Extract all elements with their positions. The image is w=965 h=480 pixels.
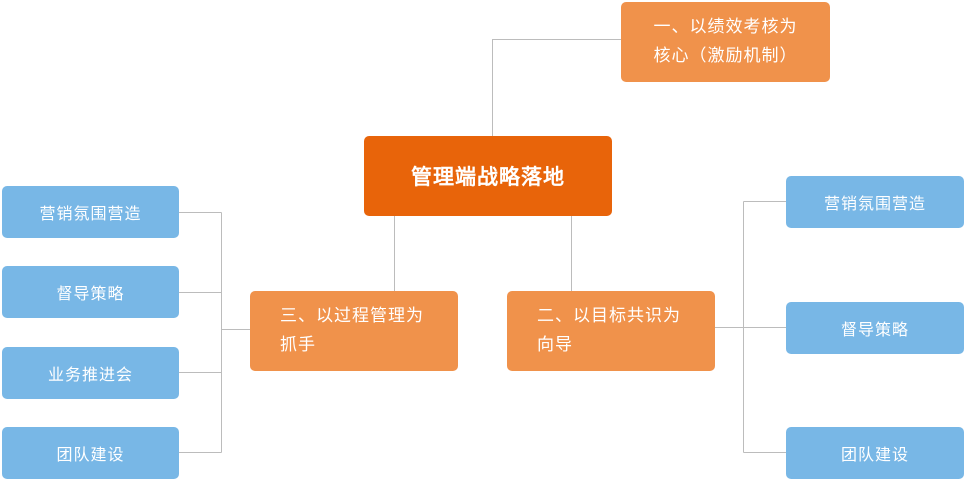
left-item-2-label: 督导策略 (56, 284, 125, 303)
branch-left-node: 三、以过程管理为 抓手 (250, 291, 458, 371)
left-item-3-label: 业务推进会 (47, 365, 133, 384)
right-item-3: 团队建设 (786, 427, 964, 479)
left-item-1-label: 营销氛围营造 (39, 204, 142, 223)
left-item-3: 业务推进会 (2, 347, 179, 399)
root-node: 管理端战略落地 (364, 136, 612, 216)
left-item-4: 团队建设 (2, 427, 179, 479)
left-item-2: 督导策略 (2, 266, 179, 318)
right-item-3-label: 团队建设 (840, 445, 909, 464)
left-item-4-label: 团队建设 (56, 445, 125, 464)
right-item-2: 督导策略 (786, 302, 964, 354)
right-item-1: 营销氛围营造 (786, 176, 964, 228)
branch-top-line1: 一、以绩效考核为 (653, 17, 798, 37)
branch-right-line2: 向导 (537, 335, 573, 355)
branch-right-line1: 二、以目标共识为 (537, 306, 681, 326)
left-item-1: 营销氛围营造 (2, 186, 179, 238)
branch-left-line2: 抓手 (280, 335, 316, 355)
branch-top-line2: 核心（激励机制） (653, 46, 798, 66)
connector-root-top (492, 39, 621, 136)
branch-top-node: 一、以绩效考核为 核心（激励机制） (621, 2, 830, 82)
branch-right-node: 二、以目标共识为 向导 (507, 291, 715, 371)
branch-left-line1: 三、以过程管理为 (280, 306, 424, 326)
right-item-2-label: 督导策略 (840, 320, 909, 339)
right-item-1-label: 营销氛围营造 (823, 194, 926, 213)
root-label: 管理端战略落地 (411, 165, 565, 189)
